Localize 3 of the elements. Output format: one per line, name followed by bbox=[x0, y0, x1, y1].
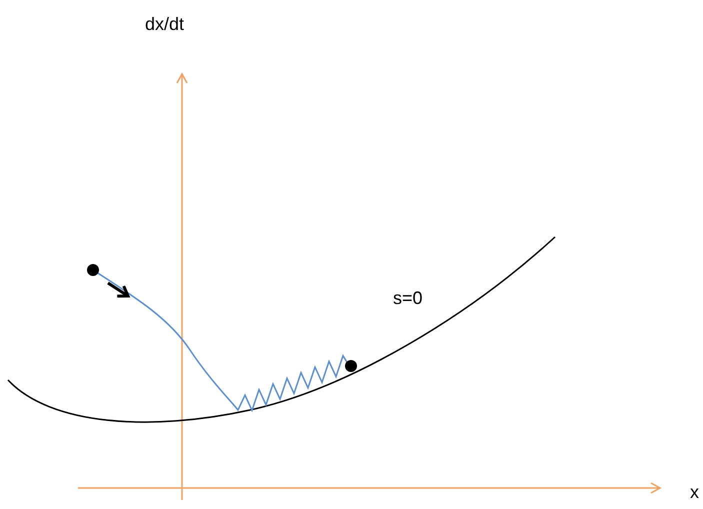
curve-label: s=0 bbox=[393, 288, 423, 309]
axis-label: dx/dt bbox=[145, 14, 184, 35]
axis-label: x bbox=[690, 482, 699, 503]
